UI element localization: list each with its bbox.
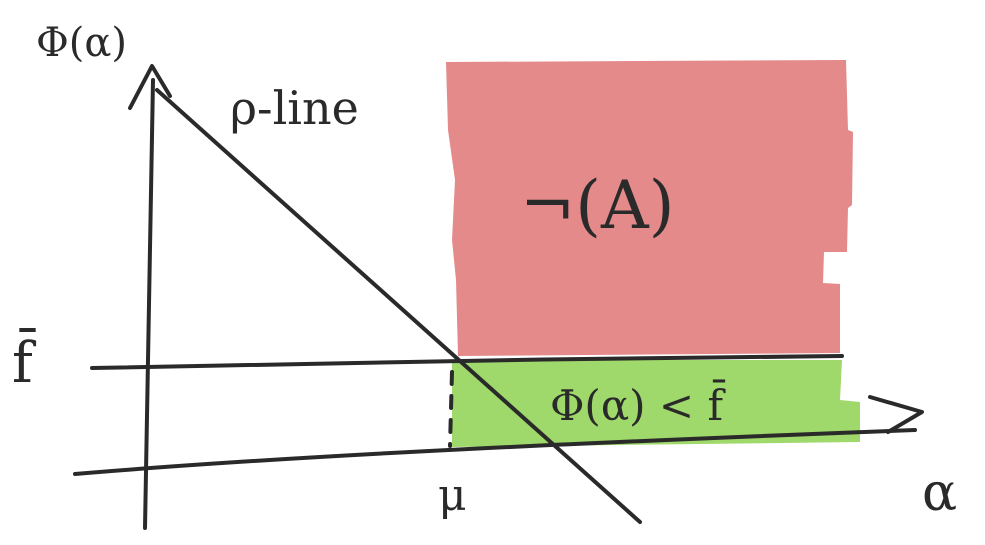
green-region-label: Φ(α) < f̄ xyxy=(550,378,726,430)
green-region xyxy=(452,360,860,447)
y-axis xyxy=(143,78,155,530)
y-axis-label: Φ(α) xyxy=(36,20,127,66)
mu-label: μ xyxy=(438,470,467,521)
f-bar-label: f̄ xyxy=(12,327,37,396)
rho-line-label: ρ-line xyxy=(230,81,359,135)
mu-dashed-line xyxy=(448,370,454,448)
x-axis xyxy=(73,428,917,476)
x-axis-label: α xyxy=(922,463,957,523)
rho-line xyxy=(155,88,642,524)
y-axis-arrowhead xyxy=(128,64,172,110)
f-bar-line xyxy=(90,354,844,370)
x-axis-arrowhead xyxy=(868,395,924,434)
red-region-label: ¬(A) xyxy=(520,167,674,244)
red-region xyxy=(446,60,853,356)
